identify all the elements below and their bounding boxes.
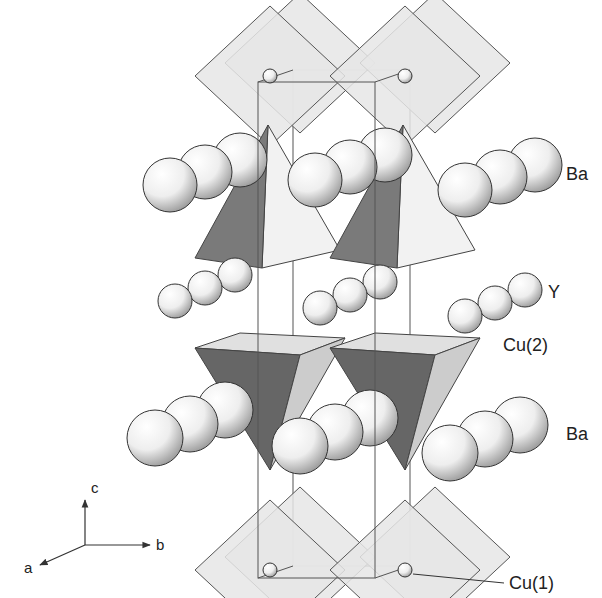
axis-label: c [91,480,99,495]
bottom-plaquettes [195,487,510,598]
atom-label: Ba [566,165,588,183]
y-atoms [158,258,542,333]
upper-pyramids [195,125,475,268]
top-plaquettes [195,0,510,146]
leader-line [413,574,504,583]
atom-label: Ba [566,425,588,443]
ba-atoms-upper [143,128,562,217]
ba-atoms-lower [127,382,548,481]
axes [40,500,150,565]
atom-label: Cu(2) [503,336,548,354]
atom-label: Y [548,283,560,301]
unit-cell-front [258,70,410,578]
axis-label: b [156,537,164,552]
axis-label: a [24,560,32,575]
atom-label: Cu(1) [509,574,554,592]
cu1-atoms [263,69,412,577]
